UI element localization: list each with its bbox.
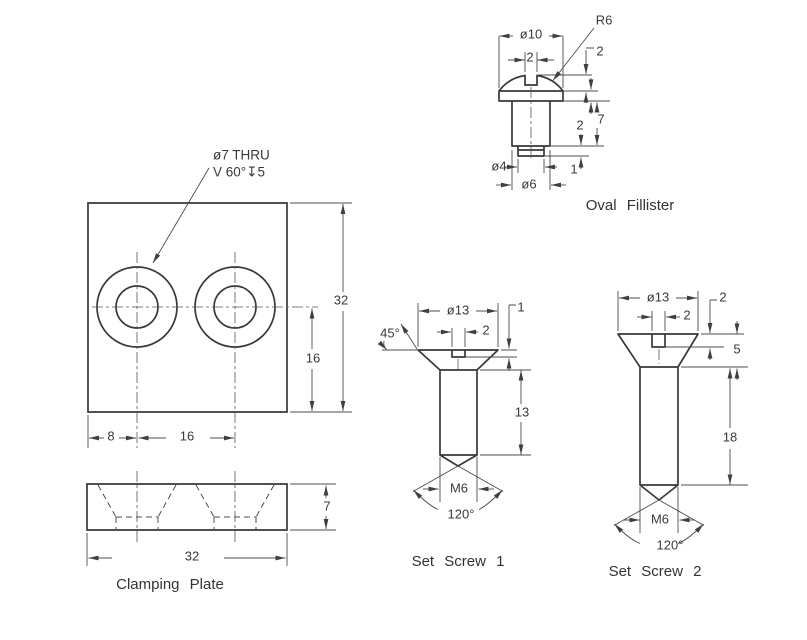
of-shank-length-dim: 7	[597, 111, 604, 126]
oval-fillister-title: Oval Fillister	[586, 197, 675, 214]
of-tip-dia-dim: ø4	[491, 158, 506, 173]
of-radius-dim: R6	[596, 12, 613, 27]
plate-width-dim: 32	[185, 548, 199, 563]
set-screw-2-view: ø13 2 2 5 18 M6 120° Set Screw 2	[609, 289, 748, 580]
point-angle-lines	[412, 465, 504, 492]
s1-shank-length-dim: 13	[515, 404, 529, 419]
hole-edge-dim: 8	[107, 428, 114, 443]
s1-slot-width-dim: 2	[482, 322, 489, 337]
plate-outline	[87, 202, 288, 413]
thickness-dim: 7	[323, 498, 330, 513]
hole-note-line2: V 60°↧5	[213, 165, 265, 180]
of-shank-dia-dim: ø6	[521, 176, 536, 191]
dim-120-arc-right	[478, 489, 503, 510]
s2-slot-width-dim: 2	[683, 307, 690, 322]
hole-pitch-dim: 16	[180, 428, 194, 443]
plate-center-lines	[92, 252, 318, 448]
dim-45-arc-arrow	[377, 340, 387, 350]
plate-height-dim: 32	[334, 292, 348, 307]
dim-120-arc-right	[677, 523, 704, 544]
set-screw-1-view: ø13 2 1 45° 13 M6 120° Set Screw 1	[377, 299, 531, 570]
s2-slot-depth-dim: 2	[719, 289, 726, 304]
s1-point-angle-dim: 120°	[448, 506, 475, 521]
plate-extension-lines	[87, 202, 352, 448]
dim-120-arc-left	[614, 523, 641, 544]
hole-note-leader	[152, 167, 210, 264]
r6-leader	[552, 27, 595, 81]
screw2-outline	[617, 333, 699, 501]
plate-side-outline	[86, 483, 288, 531]
set-screw-2-title: Set Screw 2	[609, 563, 702, 580]
hole-offset-dim: 16	[306, 350, 320, 365]
s2-point-angle-dim: 120°	[657, 537, 684, 552]
point-angle-lines	[613, 499, 705, 526]
of-head-dia-dim: ø10	[520, 26, 542, 41]
clamping-plate-top-view: 32 16 8 16 ø7 THRU V 60°↧5	[87, 148, 352, 448]
clamping-plate-side-view: 7 32 Clamping Plate	[86, 471, 336, 593]
s1-head-angle-dim: 45°	[380, 325, 400, 340]
s1-thread-dim: M6	[450, 480, 468, 495]
of-crown-dim: 2	[596, 43, 603, 58]
s2-shank-length-dim: 18	[723, 429, 737, 444]
s2-head-height-dim: 5	[733, 341, 740, 356]
s2-thread-dim: M6	[651, 511, 669, 526]
set-screw-1-title: Set Screw 1	[412, 553, 505, 570]
s1-slot-depth-dim: 1	[517, 299, 524, 314]
side-center-lines	[136, 471, 236, 543]
screw1-outline	[417, 349, 499, 467]
dim-45-slant-arrow	[400, 323, 418, 350]
screw1-extension-lines	[382, 303, 531, 502]
dim-120-arc-left	[413, 489, 439, 510]
side-extension-lines	[86, 483, 336, 566]
oval-fillister-view: ø10 2 R6 2 2 7 1 ø4 ø6 Oval Fillister	[491, 0, 710, 214]
s1-head-dia-dim: ø13	[447, 302, 469, 317]
s2-head-dia-dim: ø13	[647, 289, 669, 304]
hole-note-line1: ø7 THRU	[213, 148, 270, 163]
clamping-plate-title: Clamping Plate	[116, 576, 224, 593]
of-slot-width-dim: 2	[526, 49, 533, 64]
of-tip-length-dim: 1	[570, 161, 577, 176]
countersink-hidden-lines	[97, 484, 275, 530]
screw2-extension-lines	[617, 291, 748, 533]
of-band-dim: 2	[576, 117, 583, 132]
